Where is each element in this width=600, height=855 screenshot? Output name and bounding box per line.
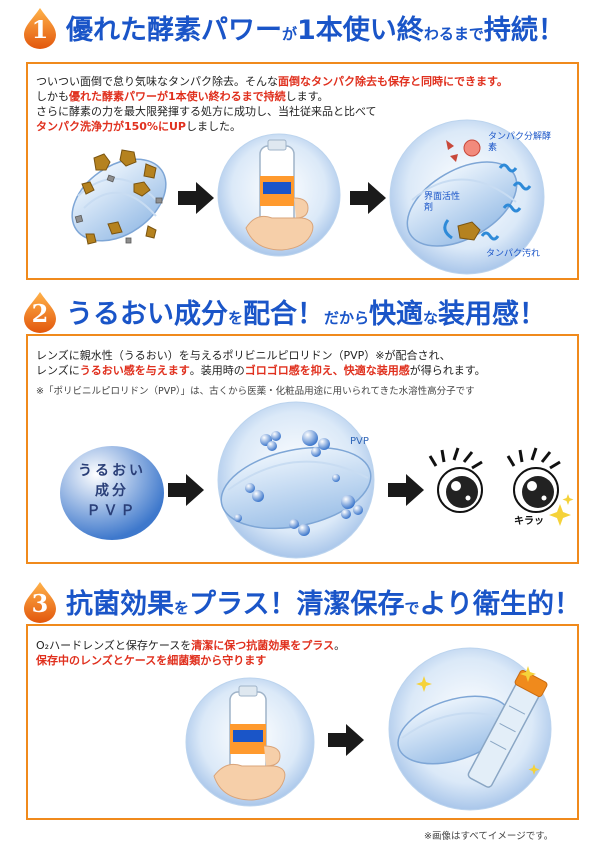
- section2-line2: レンズにうるおい感を与えます。装用時のゴロゴロ感を抑え、快適な装用感が得られます…: [36, 364, 486, 377]
- arrow-right-icon: [178, 182, 214, 214]
- pvp-label: PVP: [350, 436, 369, 447]
- kira-label: キラッ: [514, 516, 544, 527]
- section1-line1: ついつい面倒で怠り気味なタンパク除去。そんな面倒なタンパク除去も保存と同時にでき…: [36, 75, 508, 88]
- pvp-bubble: うるおい 成分 ＰＶＰ: [58, 444, 166, 542]
- section3-header: 3 抗菌効果をプラス！清潔保存でより衛生的！: [20, 580, 590, 624]
- section1-line4: タンパク洗浄力が150%にUPしました。: [36, 120, 241, 133]
- section2-header: 2 うるおい成分を配合！だから快適な装用感！: [20, 290, 590, 334]
- section1-box: ついつい面倒で怠り気味なタンパク除去。そんな面倒なタンパク除去も保存と同時にでき…: [26, 62, 579, 280]
- section2-title: うるおい成分を配合！だから快適な装用感！: [66, 299, 547, 330]
- arrow-right-icon: [168, 474, 204, 506]
- section1-title: 優れた酵素パワーが1本使い終わるまで持続！: [66, 15, 565, 46]
- number-badge-2: 2: [20, 290, 60, 334]
- pvp-lens-illustration: [217, 401, 375, 559]
- section1-header: 1 優れた酵素パワーが1本使い終わるまで持続！: [20, 6, 590, 50]
- arrow-right-icon: [350, 182, 386, 214]
- section1-line3: さらに酵素の力を最大限発揮する処方に成功し、当社従来品と比べて: [36, 105, 377, 118]
- bottle-hand-illustration: [217, 133, 341, 257]
- dirty-lens-illustration: [71, 149, 167, 245]
- enzyme-label: タンパク分解酵素: [488, 132, 552, 153]
- section2-note: ※「ポリビニルピロリドン（PVP）」は、古くから医薬・化粧品用途に用いられてきた…: [36, 386, 475, 397]
- arrow-right-icon: [388, 474, 424, 506]
- section3-line1: O₂ハードレンズと保存ケースを清潔に保つ抗菌効果をプラス。: [36, 639, 346, 652]
- surfactant-label: 界面活性剤: [424, 192, 461, 213]
- section3-title: 抗菌効果をプラス！清潔保存でより衛生的！: [66, 589, 581, 620]
- enzyme-action-illustration: [389, 119, 545, 275]
- section1-line2: しかも優れた酵素パワーが1本使い終わるまで持続します。: [36, 90, 329, 103]
- lens-case-illustration: [388, 647, 552, 811]
- section2-line1: レンズに親水性（うるおい）を与えるポリビニルピロリドン（PVP）※が配合され、: [36, 349, 451, 362]
- footer-note: ※画像はすべてイメージです。: [424, 831, 554, 842]
- arrow-right-icon: [328, 724, 364, 756]
- number-badge-1: 1: [20, 6, 60, 50]
- number-badge-3: 3: [20, 580, 60, 624]
- section3-line2: 保存中のレンズとケースを細菌類から守ります: [36, 654, 267, 667]
- section3-box: O₂ハードレンズと保存ケースを清潔に保つ抗菌効果をプラス。 保存中のレンズとケー…: [26, 624, 579, 820]
- section2-box: レンズに親水性（うるおい）を与えるポリビニルピロリドン（PVP）※が配合され、 …: [26, 334, 579, 564]
- sparkly-eyes-icon: [428, 447, 574, 526]
- stain-label: タンパク汚れ: [486, 249, 541, 259]
- bottle-hand-illustration-2: [185, 677, 315, 807]
